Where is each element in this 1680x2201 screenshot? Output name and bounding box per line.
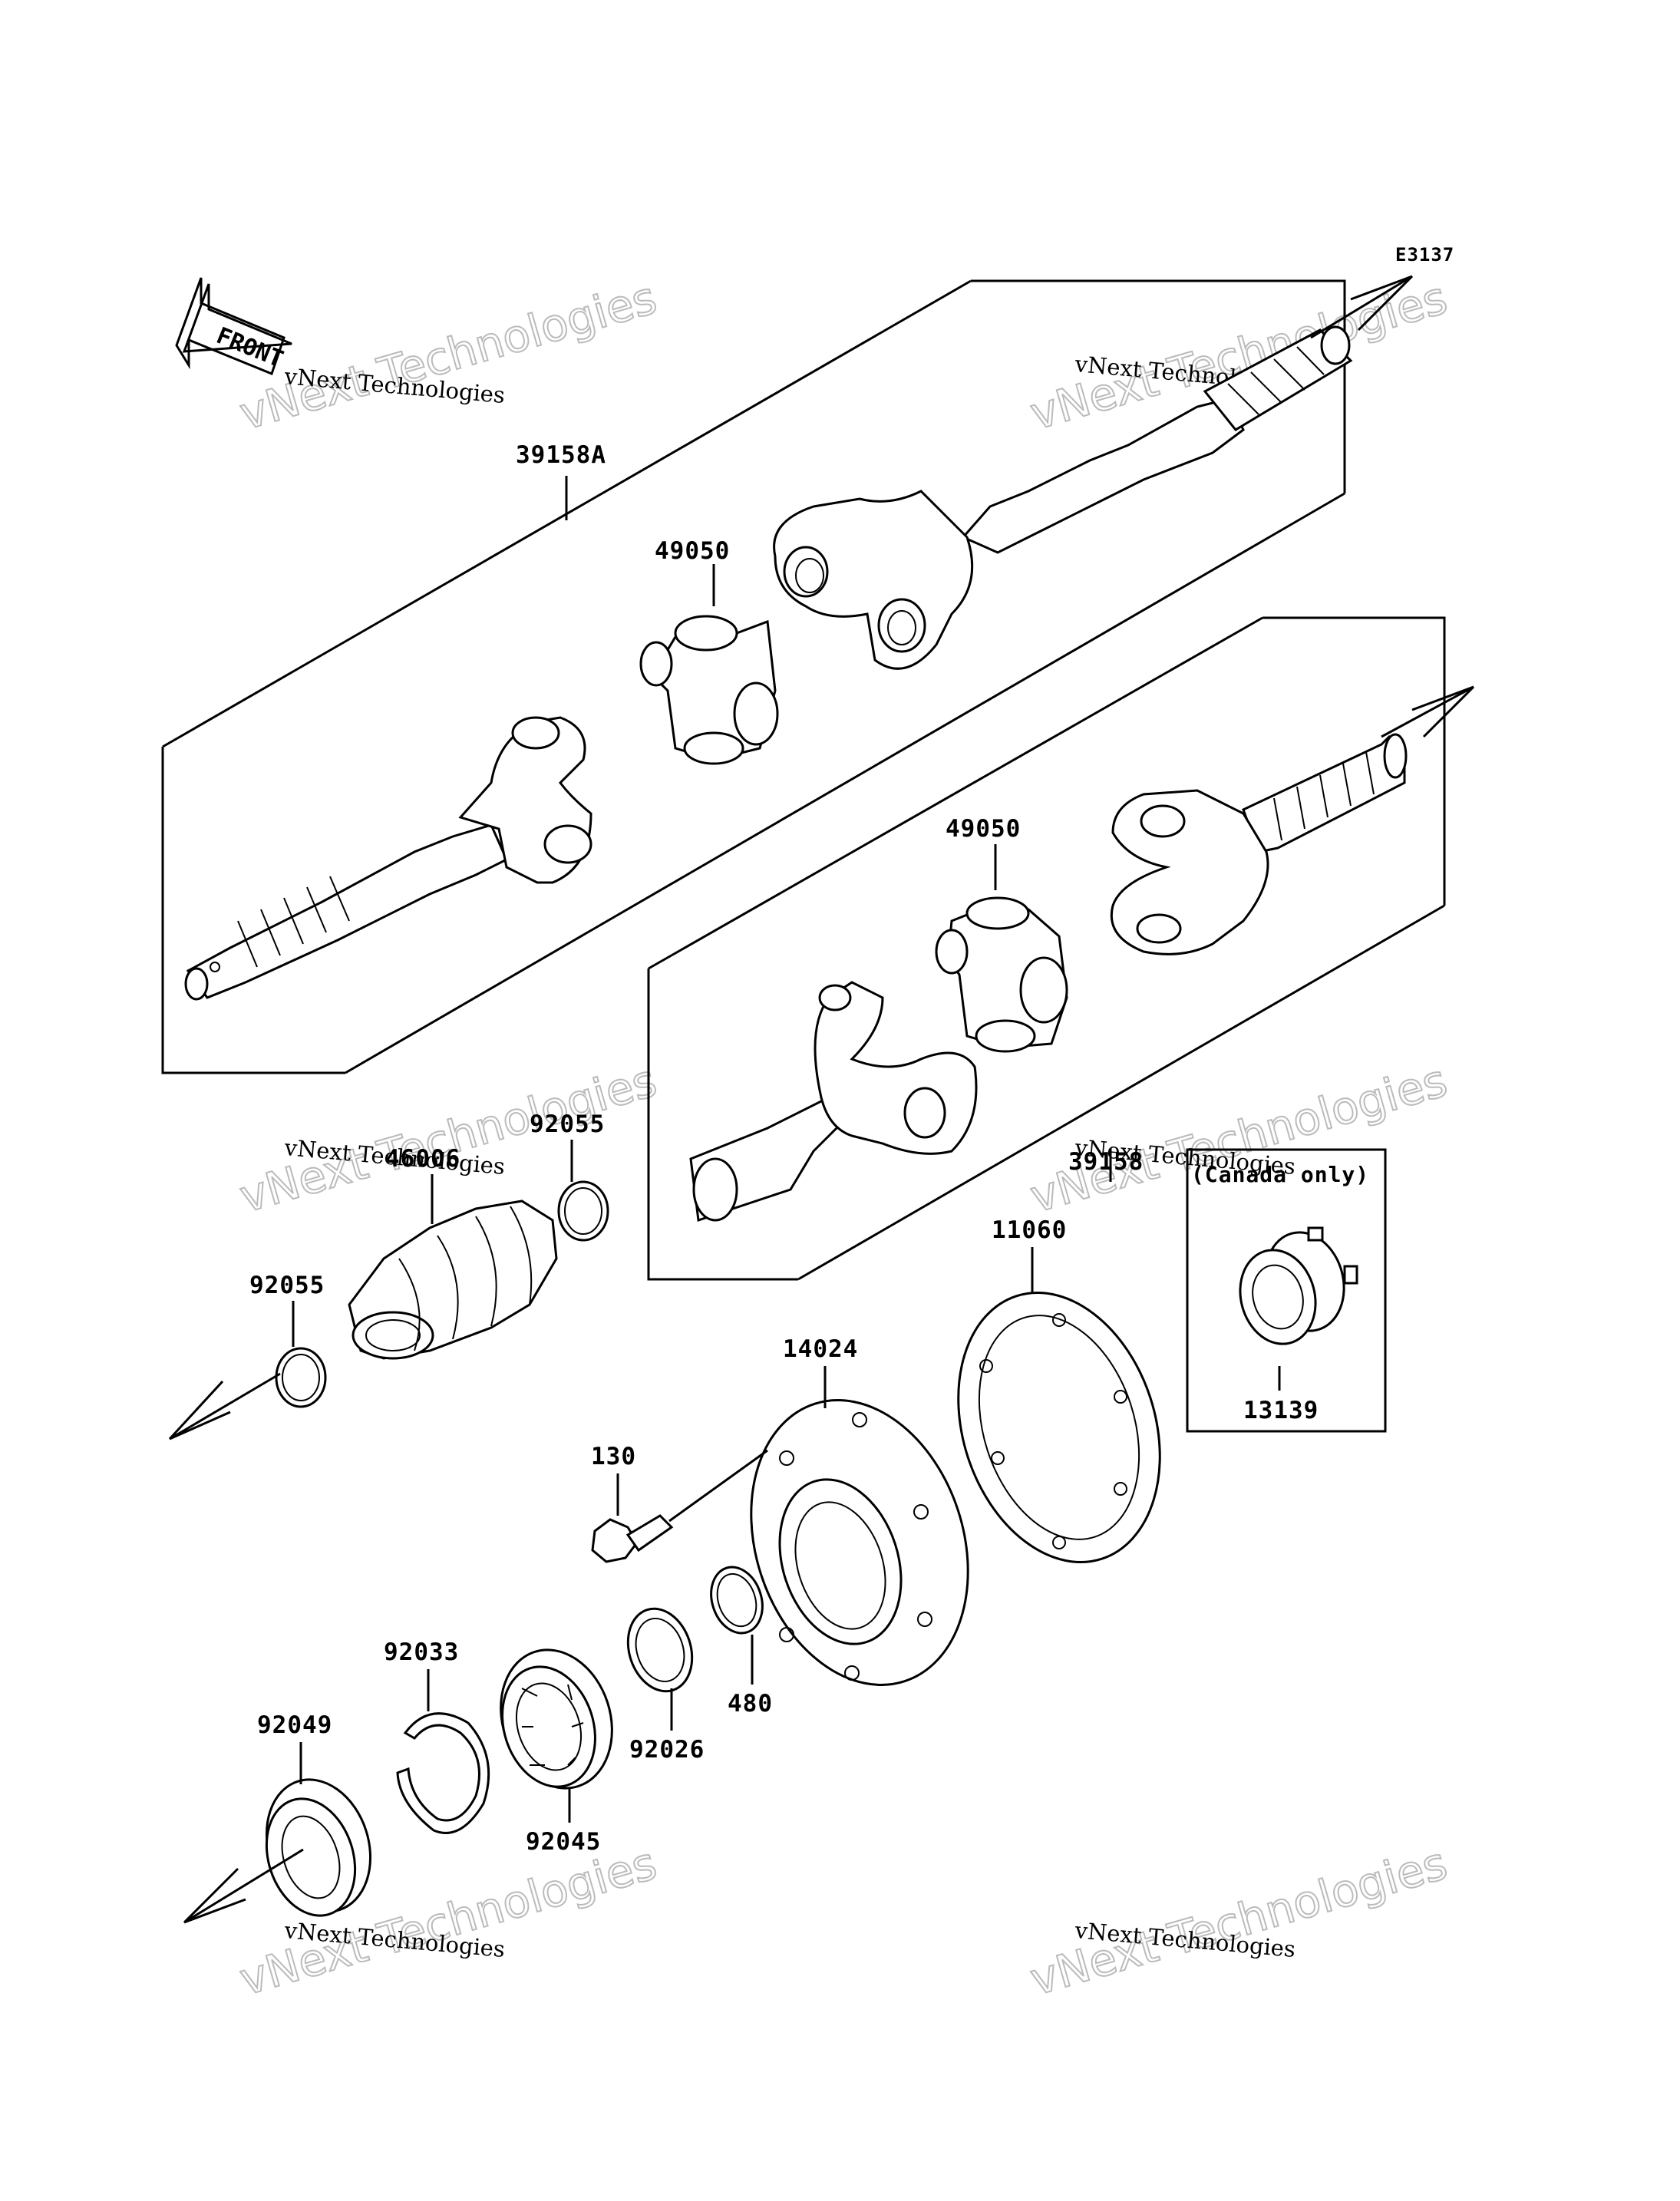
- part-number-92026: 92026: [629, 1736, 705, 1764]
- ring-92055-left: 92055: [249, 1272, 327, 1408]
- assembly-box-39158: [647, 616, 1446, 1281]
- drive-shaft-lower-right: [1110, 733, 1408, 955]
- label-39158: 39158: [1068, 1148, 1144, 1182]
- part-number-92045: 92045: [526, 1828, 601, 1856]
- axis-line-bottom-left: [183, 1848, 304, 1924]
- part-number-92049: 92049: [257, 1711, 332, 1739]
- shim-92026: 92026: [626, 1607, 705, 1764]
- part-number-46006: 46006: [385, 1145, 460, 1173]
- label-49050-top: 49050: [655, 537, 730, 606]
- part-number-14024: 14024: [783, 1335, 858, 1363]
- part-number-92033: 92033: [384, 1638, 459, 1666]
- drive-shaft-lower-left: [689, 981, 978, 1223]
- axis-line-top-right: [1310, 275, 1414, 339]
- part-number-13139: 13139: [1243, 1397, 1319, 1424]
- part-number-49050-bottom: 49050: [946, 815, 1021, 843]
- note-canada-only: (Canada only): [1191, 1162, 1369, 1187]
- gasket-11060: 11060: [957, 1216, 1161, 1563]
- part-number-39158: 39158: [1068, 1148, 1144, 1176]
- universal-joint-cross-upper: [639, 615, 779, 765]
- oil-seal-92049: 92049: [257, 1711, 372, 1917]
- housing-14024: 14024: [750, 1335, 969, 1686]
- part-number-49050-top: 49050: [655, 537, 730, 565]
- part-number-11060: 11060: [992, 1216, 1067, 1244]
- drive-shaft-upper-left: [184, 716, 592, 1001]
- label-49050-bottom: 49050: [946, 815, 1021, 890]
- drive-shaft-upper-right: [773, 325, 1353, 670]
- circlip-92033: 92033: [384, 1638, 490, 1834]
- ring-92055-top: 92055: [530, 1110, 609, 1242]
- part-number-130: 130: [591, 1443, 636, 1470]
- watermark-mid-right: vNext Technologies vNext Technologies: [1024, 1054, 1454, 1224]
- part-number-480: 480: [728, 1690, 773, 1718]
- bolt-130: 130: [591, 1443, 768, 1563]
- bearing-92045: 92045: [500, 1648, 613, 1856]
- ref-code: E3137: [1395, 244, 1454, 266]
- watermark-logo: vNext Technologies: [234, 272, 662, 441]
- snap-ring-480: 480: [710, 1566, 773, 1718]
- watermark-bottom-right: vNext Technologies vNext Technologies: [1024, 1836, 1454, 2007]
- part-number-92055-top: 92055: [530, 1110, 605, 1138]
- label-39158a: 39158A: [516, 441, 606, 520]
- front-arrow-icon: FRONT: [175, 277, 292, 375]
- label-46006: 46006: [385, 1145, 460, 1224]
- universal-joint-cross-lower: [935, 896, 1068, 1053]
- axis-line-mid-right: [1381, 685, 1475, 738]
- option-box-13139: (Canada only) 13139: [1186, 1148, 1387, 1433]
- part-number-92055-left: 92055: [249, 1272, 325, 1299]
- axis-line-left: [168, 1372, 281, 1440]
- part-number-39158a: 39158A: [516, 441, 606, 469]
- boot-46006: [348, 1199, 558, 1360]
- watermark-top-left: vNext Technologies vNext Technologies: [233, 271, 663, 441]
